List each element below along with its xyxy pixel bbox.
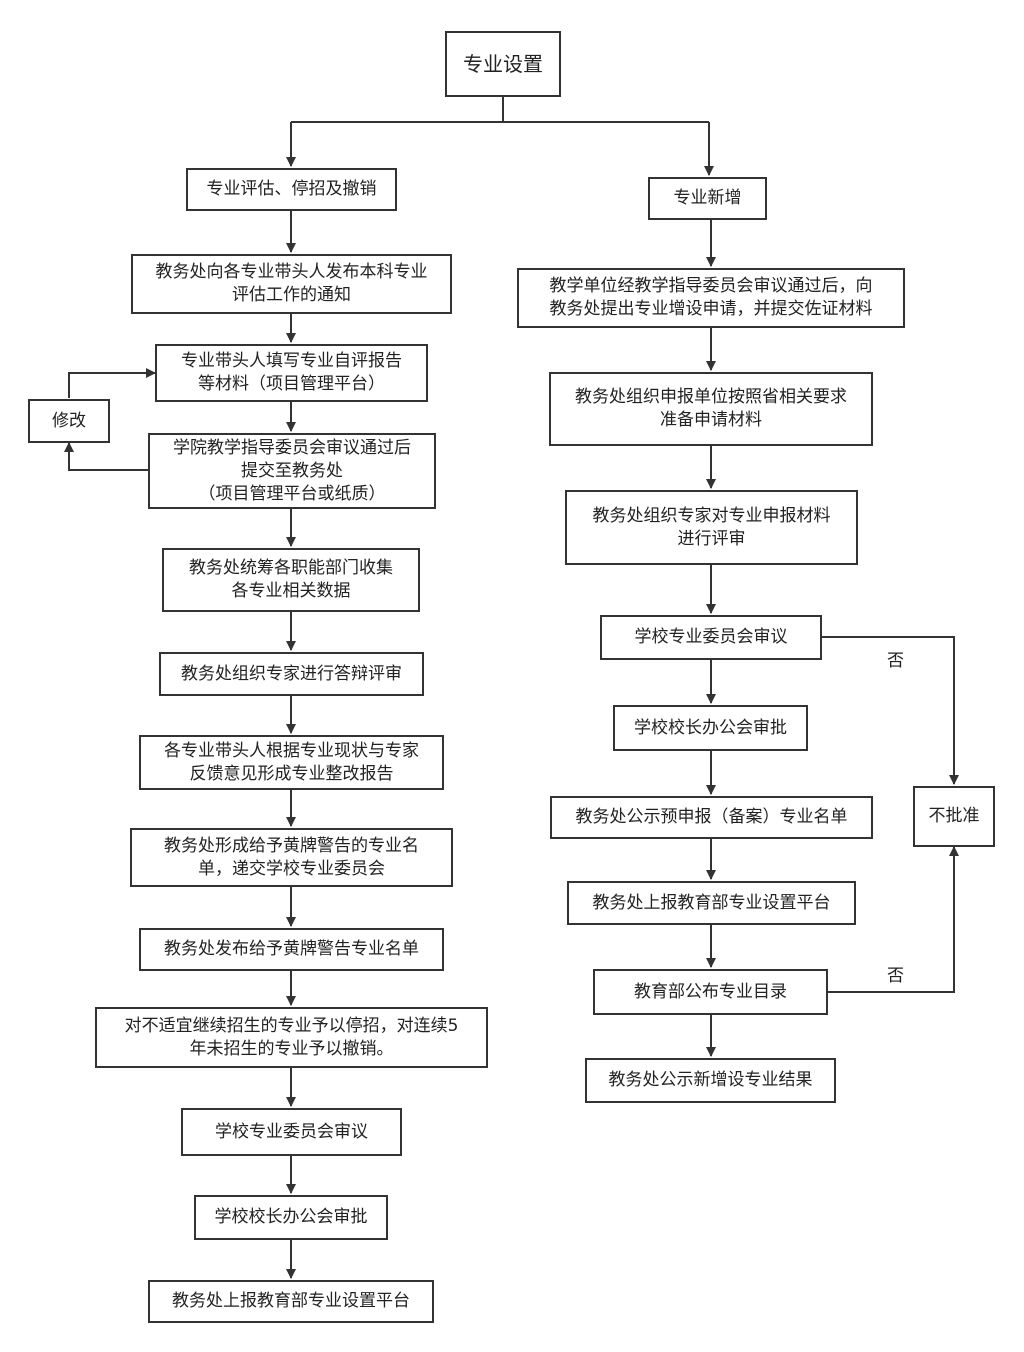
left-step-6: 各专业带头人根据专业现状与专家 反馈意见形成专业整改报告 [139,735,444,790]
root-node: 专业设置 [445,31,561,97]
revise-node: 修改 [28,399,110,443]
left-step-11: 学校校长办公会审批 [194,1195,388,1240]
loop-committee-to-revise [64,442,148,471]
right-step-9: 教务处公示新增设专业结果 [585,1058,836,1103]
edge-ministry-reject [828,846,959,993]
edge-committee-reject [822,636,959,785]
right-step-5: 学校校长办公会审批 [613,705,808,751]
left-step-4: 教务处统筹各职能部门收集 各专业相关数据 [162,548,420,612]
left-step-8: 教务处发布给予黄牌警告专业名单 [139,928,444,971]
left-step-3: 学院教学指导委员会审议通过后 提交至教务处 （项目管理平台或纸质） [148,433,436,509]
right-step-1: 教学单位经教学指导委员会审议通过后，向 教务处提出专业增设申请，并提交佐证材料 [517,268,905,328]
right-step-7: 教务处上报教育部专业设置平台 [567,881,856,925]
reject-node: 不批准 [913,786,995,847]
left-step-9: 对不适宜继续招生的专业予以停招，对连续5 年未招生的专业予以撤销。 [95,1007,488,1068]
left-step-10: 学校专业委员会审议 [181,1108,402,1156]
no-label-ministry: 否 [887,966,904,986]
right-title-node: 专业新增 [648,177,767,220]
right-step-8: 教育部公布专业目录 [593,969,828,1015]
left-step-12: 教务处上报教育部专业设置平台 [148,1280,434,1323]
right-step-3: 教务处组织专家对专业申报材料 进行评审 [565,490,858,565]
right-step-2: 教务处组织申报单位按照省相关要求 准备申请材料 [549,372,873,446]
left-step-7: 教务处形成给予黄牌警告的专业名 单，递交学校专业委员会 [130,828,453,887]
no-label-committee: 否 [887,651,904,671]
right-step-6: 教务处公示预申报（备案）专业名单 [550,796,873,839]
right-step-4: 学校专业委员会审议 [600,615,822,660]
left-step-2: 专业带头人填写专业自评报告 等材料（项目管理平台） [155,344,428,402]
loop-revise-to-self-eval [68,368,156,398]
left-title-node: 专业评估、停招及撤销 [186,168,397,211]
left-step-1: 教务处向各专业带头人发布本科专业 评估工作的通知 [131,254,452,314]
left-step-5: 教务处组织专家进行答辩评审 [159,652,424,696]
